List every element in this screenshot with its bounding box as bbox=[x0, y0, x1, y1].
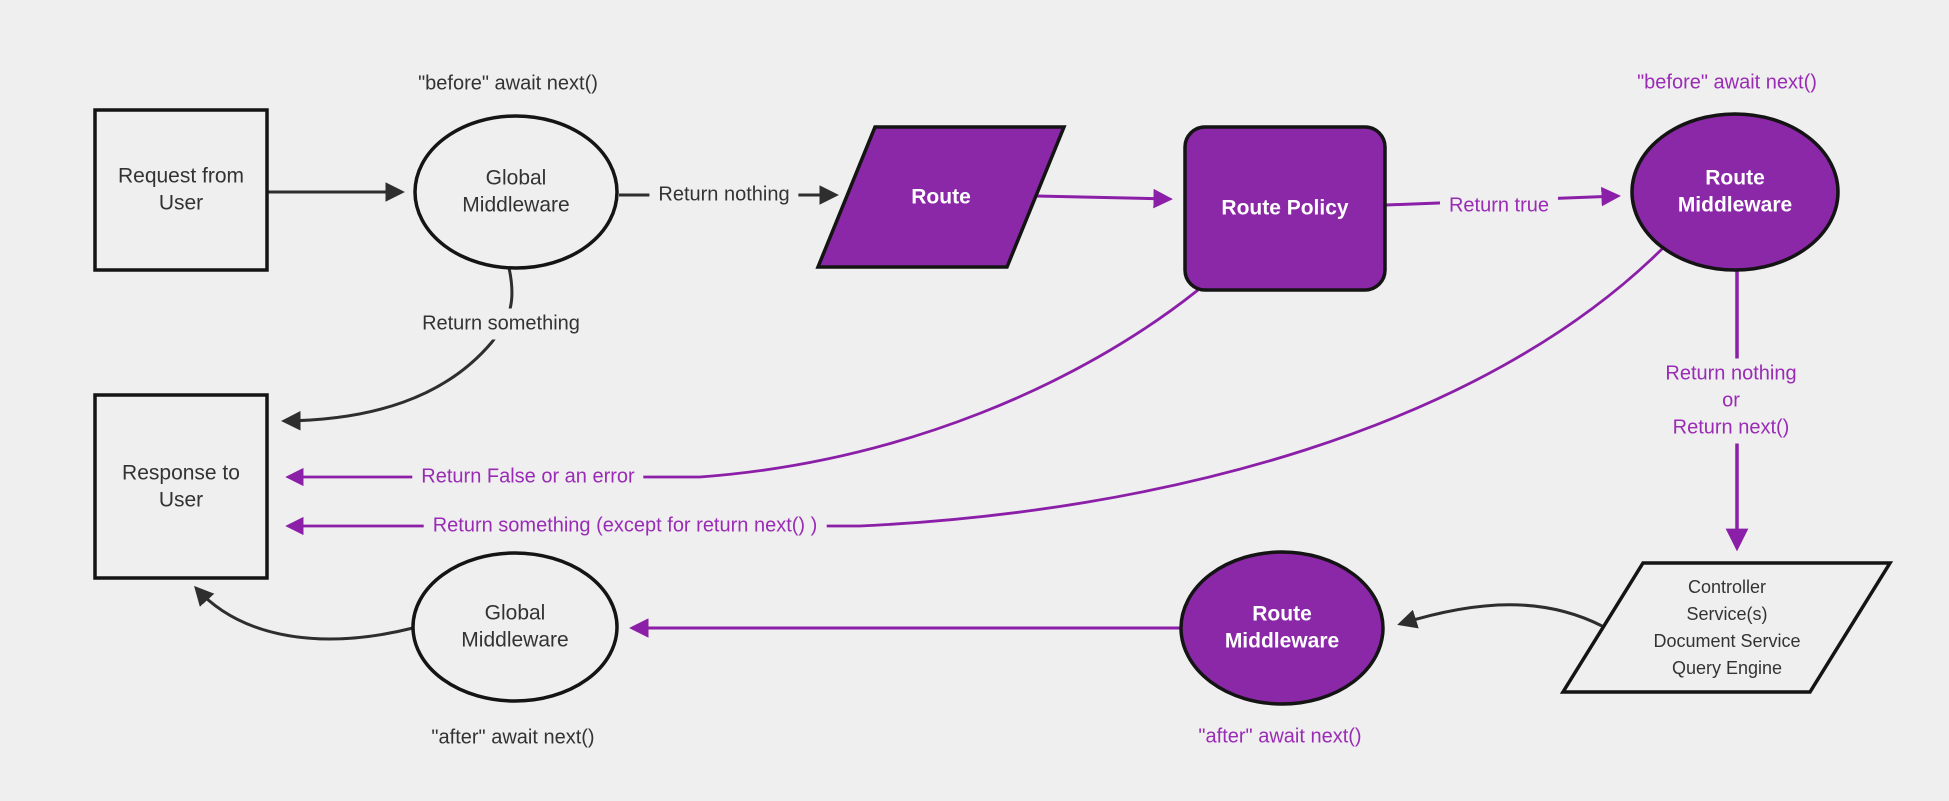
edge-services-to-routemiddleware-bottom bbox=[1397, 603, 1603, 629]
edge-routepolicy-return-false-to-response bbox=[285, 288, 1199, 487]
edge-global-bottom-to-response bbox=[194, 585, 414, 641]
node-route bbox=[815, 125, 1067, 269]
node-global-middleware-top bbox=[413, 114, 619, 270]
node-route-middleware-bottom bbox=[1179, 550, 1385, 706]
edge-routemiddleware-return-something-to-response bbox=[285, 246, 1665, 536]
node-route-middleware-top bbox=[1630, 112, 1840, 272]
node-request-from-user bbox=[93, 108, 269, 272]
node-global-middleware-bottom bbox=[411, 551, 619, 703]
node-controller-services bbox=[1559, 561, 1894, 694]
edge-route-to-routepolicy bbox=[1035, 188, 1173, 209]
edge-global-return-something-to-response bbox=[281, 267, 514, 431]
node-route-policy bbox=[1183, 125, 1387, 292]
edge-routepolicy-to-routemiddleware bbox=[1385, 186, 1621, 207]
node-response-to-user bbox=[93, 393, 269, 580]
